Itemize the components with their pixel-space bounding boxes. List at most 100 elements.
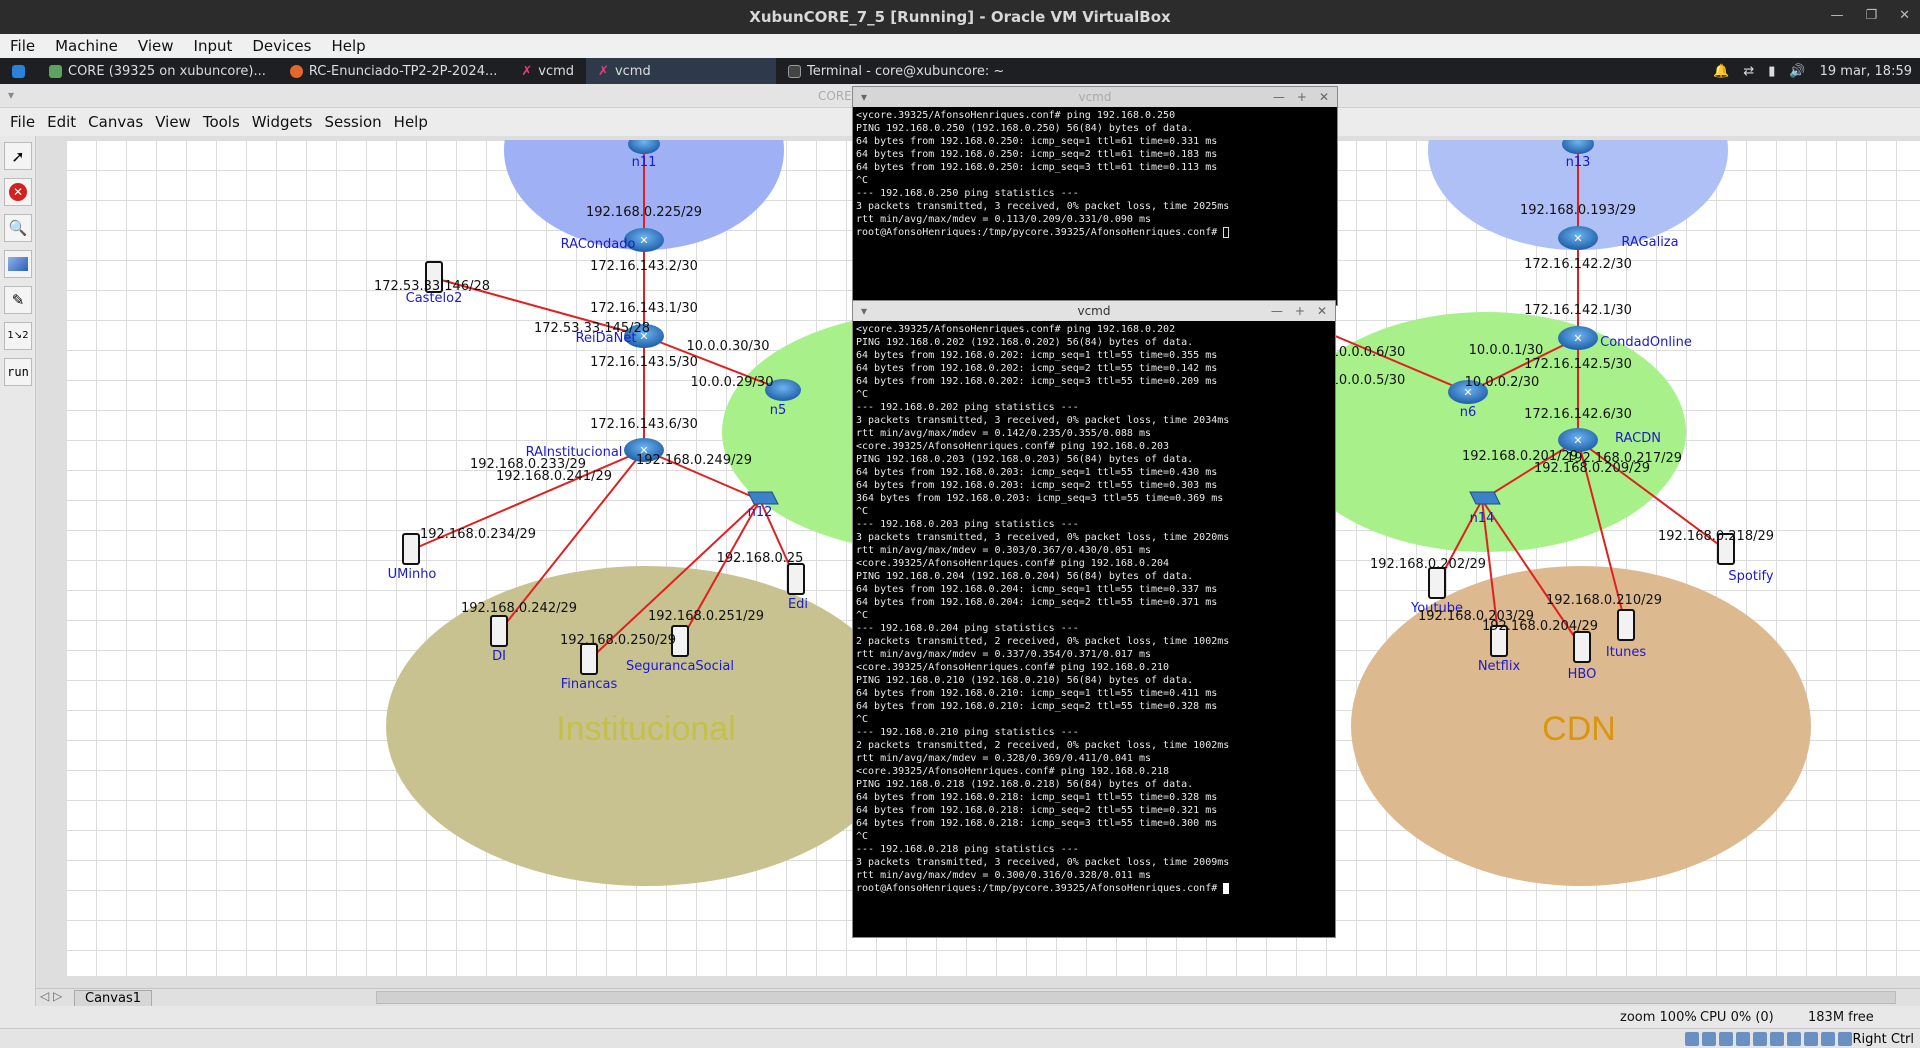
- vbox-menu-help[interactable]: Help: [331, 37, 366, 55]
- canvas-tab[interactable]: Canvas1: [74, 990, 152, 1007]
- shared-folder-icon[interactable]: [1770, 1032, 1784, 1046]
- server-edi[interactable]: [787, 563, 805, 595]
- core-menu-tools[interactable]: Tools: [202, 113, 240, 131]
- router-n11[interactable]: [628, 140, 660, 154]
- task-firefox[interactable]: RC-Enunciado-TP2-2P-2024...: [278, 58, 510, 84]
- server-netflix[interactable]: [1490, 625, 1508, 657]
- vbox-menu-view[interactable]: View: [137, 37, 174, 55]
- switch-n12[interactable]: [747, 491, 779, 505]
- canvas-tabs-row: ◁ ▷ Canvas1: [36, 988, 1920, 1007]
- network-topology: ✕ ✕ ✕ ✕ ✕ ✕ ✕: [374, 140, 1811, 886]
- server-uminho[interactable]: [402, 533, 420, 565]
- canvas-horizontal-scrollbar[interactable]: [376, 991, 1896, 1004]
- recording-icon[interactable]: [1804, 1032, 1818, 1046]
- router-n13[interactable]: [1562, 140, 1594, 154]
- router-ragaliza[interactable]: ✕: [1558, 226, 1598, 250]
- notification-icon[interactable]: 🔔: [1713, 63, 1730, 79]
- interface-address: 172.16.143.1/30: [590, 301, 698, 316]
- window-menu-icon[interactable]: ▾: [861, 304, 868, 318]
- optical-icon[interactable]: [1702, 1032, 1716, 1046]
- terminal-output[interactable]: <ycore.39325/AfonsoHenriques.conf# ping …: [853, 321, 1335, 897]
- task-core[interactable]: CORE (39325 on xubuncore)...: [37, 58, 278, 84]
- mouse-integration-icon[interactable]: [1838, 1032, 1852, 1046]
- stop-tool-button[interactable]: ✕: [4, 178, 32, 206]
- core-menu-session[interactable]: Session: [324, 113, 382, 131]
- core-menu-edit[interactable]: Edit: [47, 113, 77, 131]
- core-menu-help[interactable]: Help: [393, 113, 428, 131]
- window-menu-icon[interactable]: ▾: [861, 90, 868, 104]
- vbox-menu-input[interactable]: Input: [193, 37, 233, 55]
- vbox-menu-file[interactable]: File: [10, 37, 36, 55]
- core-menu-file[interactable]: File: [10, 113, 36, 131]
- router-condadonline[interactable]: ✕: [1558, 326, 1598, 350]
- node-label: RACDN: [1615, 431, 1661, 446]
- network-icon[interactable]: ⇄: [1743, 63, 1755, 79]
- vbox-menu-devices[interactable]: Devices: [252, 37, 312, 55]
- server-financas[interactable]: [580, 643, 598, 675]
- close-icon[interactable]: ✕: [1318, 90, 1329, 104]
- terminal-titlebar[interactable]: ▾ vcmd —+✕: [853, 87, 1337, 107]
- plot-tool-button[interactable]: [4, 250, 32, 278]
- server-hbo[interactable]: [1573, 631, 1591, 663]
- run-tool-button[interactable]: run: [4, 358, 32, 386]
- minimize-icon[interactable]: —: [1830, 8, 1844, 23]
- pencil-icon: ✎: [11, 291, 25, 309]
- cpu-icon[interactable]: [1821, 1032, 1835, 1046]
- router-n5[interactable]: [765, 379, 801, 401]
- core-menu-canvas[interactable]: Canvas: [88, 113, 144, 131]
- terminal-titlebar[interactable]: ▾ vcmd —+✕: [853, 301, 1335, 321]
- zoom-tool-button[interactable]: 🔍: [4, 214, 32, 242]
- switch-n14[interactable]: [1469, 491, 1501, 505]
- server-spotify[interactable]: [1717, 533, 1735, 565]
- router-racondado[interactable]: ✕: [624, 228, 664, 252]
- network-adapter-icon[interactable]: [1736, 1032, 1750, 1046]
- vbox-menu-machine[interactable]: Machine: [55, 37, 118, 55]
- server-itunes[interactable]: [1617, 609, 1635, 641]
- disk-icon[interactable]: [1685, 1032, 1699, 1046]
- whisker-menu-icon: [12, 64, 25, 78]
- core-menu-view[interactable]: View: [155, 113, 191, 131]
- task-vcmd-2[interactable]: ✗vcmd: [586, 58, 777, 84]
- router-n6[interactable]: ✕: [1448, 380, 1488, 404]
- server-segurancasocial[interactable]: [671, 625, 689, 657]
- volume-icon[interactable]: 🔊: [1789, 63, 1806, 79]
- vcmd-terminal-1[interactable]: ▾ vcmd —+✕ <ycore.39325/AfonsoHenriques.…: [852, 86, 1338, 306]
- chart-icon: [8, 257, 28, 271]
- maximize-icon[interactable]: +: [1296, 90, 1307, 104]
- battery-icon[interactable]: ▮: [1768, 63, 1776, 79]
- minimize-icon[interactable]: —: [1270, 304, 1283, 318]
- marker-tool-button[interactable]: ✎: [4, 286, 32, 314]
- display-icon[interactable]: [1787, 1032, 1801, 1046]
- server-castelo2[interactable]: [425, 261, 443, 293]
- node-label: Netflix: [1478, 659, 1521, 674]
- vcmd-terminal-2[interactable]: ▾ vcmd —+✕ <ycore.39325/AfonsoHenriques.…: [852, 300, 1336, 938]
- router-reidanet[interactable]: ✕: [624, 324, 664, 348]
- core-menu-widgets[interactable]: Widgets: [251, 113, 313, 131]
- router-rainstitucional[interactable]: ✕: [624, 438, 664, 462]
- server-di[interactable]: [490, 615, 508, 647]
- terminal-output[interactable]: <ycore.39325/AfonsoHenriques.conf# ping …: [853, 107, 1337, 241]
- usb-icon[interactable]: [1753, 1032, 1767, 1046]
- select-tool-button[interactable]: ➚: [4, 142, 32, 170]
- magnifier-icon: 🔍: [8, 219, 28, 237]
- clock[interactable]: 19 mar, 18:59: [1819, 63, 1912, 79]
- minimize-icon[interactable]: —: [1272, 90, 1285, 104]
- task-vcmd-1[interactable]: ✗vcmd: [509, 58, 586, 84]
- maximize-icon[interactable]: +: [1294, 304, 1305, 318]
- interface-address: 192.168.0.218/29: [1658, 529, 1774, 544]
- twonode-tool-button[interactable]: 1↘2: [4, 322, 32, 350]
- restore-icon[interactable]: ❐: [1865, 8, 1878, 23]
- tab-scroll-icons[interactable]: ◁ ▷: [40, 989, 63, 1003]
- window-menu-icon[interactable]: ▾: [8, 88, 15, 102]
- server-youtube[interactable]: [1428, 567, 1446, 599]
- svg-text:✕: ✕: [1463, 386, 1472, 399]
- close-icon[interactable]: ✕: [1899, 8, 1910, 23]
- interface-address: 192.168.0.210/29: [1546, 593, 1662, 608]
- audio-icon[interactable]: [1719, 1032, 1733, 1046]
- router-racdn[interactable]: ✕: [1558, 428, 1598, 452]
- interface-address: 172.16.142.5/30: [1524, 357, 1632, 372]
- close-icon[interactable]: ✕: [1316, 304, 1327, 318]
- xfce-menu-button[interactable]: [0, 58, 37, 84]
- task-terminal[interactable]: Terminal - core@xubuncore: ~: [776, 58, 1016, 84]
- node-label: n13: [1566, 155, 1591, 170]
